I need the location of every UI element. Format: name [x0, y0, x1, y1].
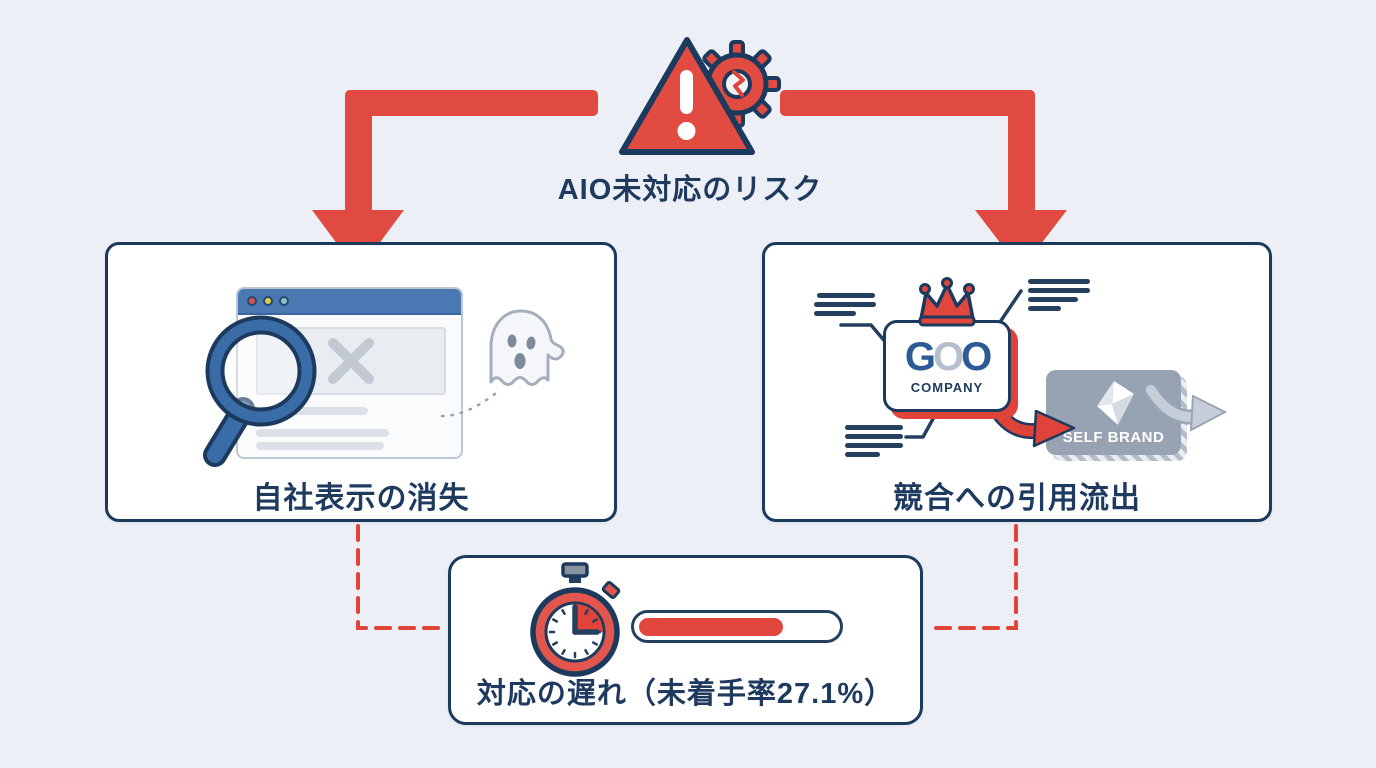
- ghost-trail-dashes: [440, 388, 502, 418]
- self-brand-card: SELF BRAND: [1046, 370, 1181, 455]
- risk-card-citation-outflow: SELF BRAND GOO COMPANY 競合への引用流出: [762, 242, 1272, 522]
- self-brand-gem-icon: [1096, 381, 1134, 425]
- logo-letter-o-navy: O: [961, 335, 992, 379]
- risk-label-citation-outflow: 競合への引用流出: [893, 482, 1141, 515]
- warning-triangle-icon: [619, 37, 755, 155]
- browser-dot-red: [247, 296, 257, 306]
- browser-dot-yellow: [263, 296, 273, 306]
- text-placeholder-line: [256, 429, 389, 437]
- company-card: GOO COMPANY: [883, 320, 1011, 412]
- progress-bar-fill: [639, 617, 784, 636]
- crown-icon: [918, 277, 976, 327]
- snippet-line: [845, 443, 903, 448]
- snippet-line: [1028, 288, 1090, 293]
- snippet-line: [1028, 306, 1061, 311]
- snippet-line: [845, 452, 880, 457]
- snippet-line: [817, 293, 875, 298]
- progress-bar: [631, 610, 843, 643]
- page-title: AIO未対応のリスク: [557, 174, 823, 206]
- snippet-line: [1028, 297, 1078, 302]
- snippet-line: [814, 311, 856, 316]
- warning-gear-icon: [619, 37, 781, 155]
- browser-window: [236, 287, 463, 459]
- stopwatch-hands: [572, 604, 600, 635]
- magnifier-icon: [203, 315, 317, 467]
- text-placeholder-line: [256, 442, 384, 450]
- gray-exit-arrow-icon: [1145, 382, 1228, 432]
- company-logo-subtitle: COMPANY: [910, 380, 984, 395]
- delay-card: 対応の遅れ（未着手率27.1%）: [448, 555, 923, 725]
- right-dashed-connector: [924, 524, 1018, 630]
- logo-letter-o-gray: O: [932, 335, 964, 379]
- left-dashed-connector: [356, 524, 446, 630]
- browser-dot-teal: [279, 296, 289, 306]
- self-brand-label: SELF BRAND: [1062, 429, 1165, 446]
- risk-label-display-loss: 自社表示の消失: [252, 482, 470, 515]
- stopwatch-icon: [530, 562, 621, 677]
- text-placeholder-line: [256, 407, 368, 415]
- snippet-line: [845, 425, 903, 430]
- snippet-line: [845, 434, 903, 439]
- snippet-line: [1028, 279, 1090, 284]
- delay-label: 対応の遅れ（未着手率27.1%）: [476, 678, 895, 710]
- snippet-line: [814, 302, 876, 307]
- ghost-icon: [489, 309, 565, 386]
- risk-card-display-loss: 自社表示の消失: [105, 242, 617, 522]
- company-logo: GOO: [904, 335, 992, 379]
- x-mark-icon: [328, 338, 374, 384]
- browser-title-bar: [238, 289, 461, 315]
- logo-letter-g: G: [904, 335, 936, 379]
